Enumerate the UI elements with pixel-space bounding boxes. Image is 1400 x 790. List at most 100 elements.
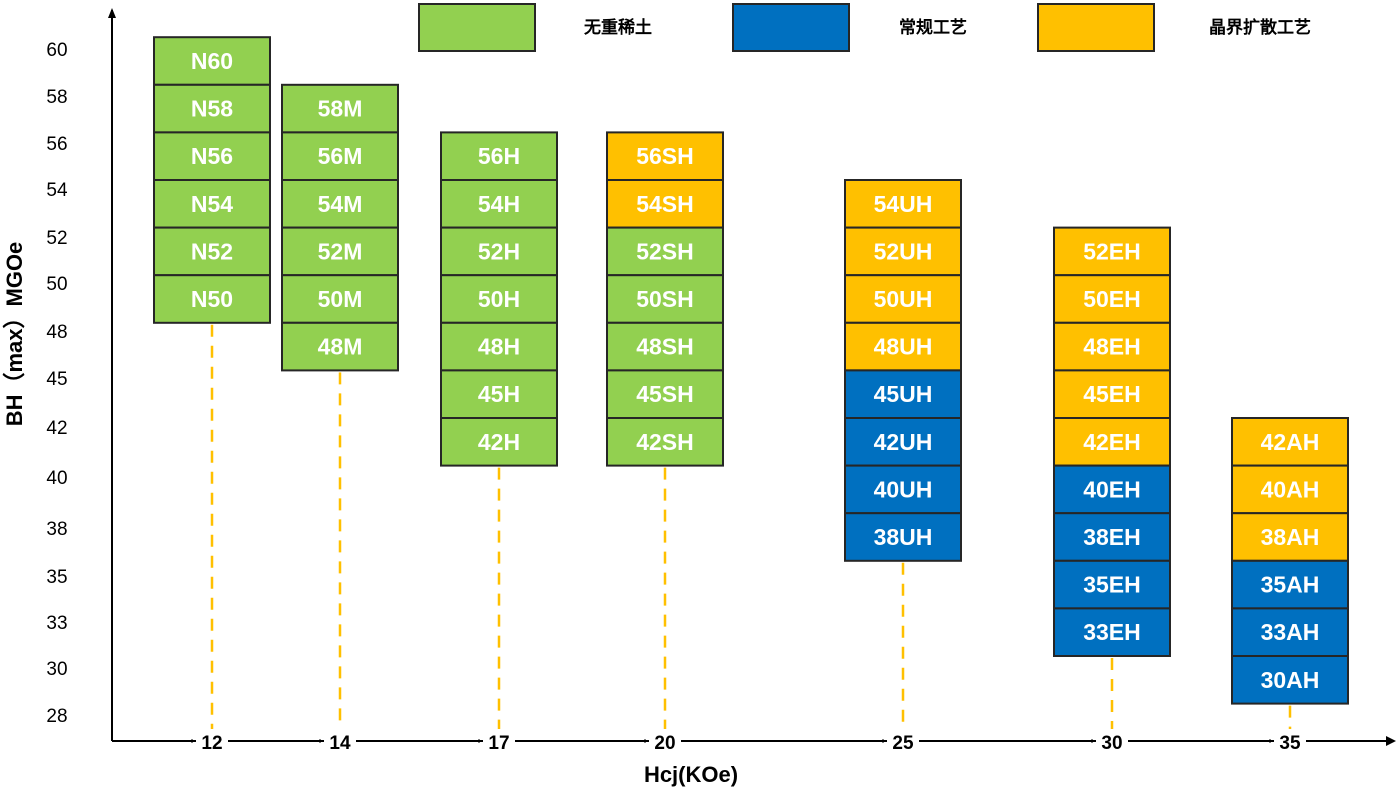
- y-tick-label: 42: [46, 418, 67, 439]
- x-tick-label: 17: [488, 733, 509, 754]
- grade-label: 33AH: [1261, 619, 1320, 645]
- grade-label: 48EH: [1083, 334, 1141, 360]
- x-tick-label: 20: [654, 733, 675, 754]
- grade-cell: [844, 512, 962, 562]
- legend-label: 晶界扩散工艺: [1209, 17, 1311, 38]
- y-tick-label: 35: [46, 567, 67, 588]
- grade-cell: [440, 179, 558, 229]
- legend-label: 无重稀土: [583, 17, 652, 38]
- grade-cell: [844, 417, 962, 467]
- grade-label: 48M: [318, 334, 363, 360]
- grade-label: 42EH: [1083, 429, 1141, 455]
- grade-label: 54H: [478, 191, 520, 217]
- grade-label: N52: [191, 238, 233, 264]
- grade-label: 38AH: [1261, 524, 1320, 550]
- grade-label: 52UH: [874, 238, 933, 264]
- legend: 无重稀土 常规工艺 晶界扩散工艺: [418, 3, 1311, 52]
- y-tick-label: 48: [46, 322, 67, 343]
- grade-label: 45H: [478, 381, 520, 407]
- grade-label: 48H: [478, 334, 520, 360]
- grade-cell: [153, 226, 271, 277]
- grade-cell: [1053, 321, 1171, 372]
- grade-label: 56H: [478, 143, 520, 169]
- grade-cell: [844, 321, 962, 372]
- grade-cell: [440, 226, 558, 277]
- x-tick-gap: [324, 738, 356, 744]
- grade-cell: [440, 131, 558, 181]
- grade-label: 42H: [478, 429, 520, 455]
- grade-cell: [844, 369, 962, 419]
- grade-cell: [606, 131, 724, 181]
- grade-label: 35AH: [1261, 572, 1320, 598]
- grade-label: 45SH: [636, 381, 694, 407]
- grade-label: N58: [191, 96, 233, 122]
- grade-cell: [606, 226, 724, 277]
- y-axis-title: BH（max）MGOe: [2, 242, 27, 427]
- grade-label: 42AH: [1261, 429, 1320, 455]
- y-tick-label: 40: [46, 468, 67, 489]
- grade-cell: [1053, 369, 1171, 419]
- grade-label: 52H: [478, 238, 520, 264]
- y-tick-label: 54: [46, 180, 68, 201]
- x-tick-label: 35: [1279, 733, 1301, 754]
- grade-label: 52M: [318, 238, 363, 264]
- y-tick-label: 38: [46, 519, 67, 540]
- grade-label: 38EH: [1083, 524, 1141, 550]
- grade-label: 48SH: [636, 334, 694, 360]
- grade-cell: [606, 321, 724, 372]
- grade-label: 54UH: [874, 191, 933, 217]
- grade-cell: [1231, 512, 1349, 562]
- grade-cell: [281, 321, 399, 372]
- grade-cell: [1231, 417, 1349, 467]
- grade-cell: [606, 274, 724, 324]
- grade-cell: [1231, 655, 1349, 705]
- x-tick-gap: [1274, 738, 1306, 744]
- y-tick-label: 60: [46, 40, 67, 61]
- grade-cell: [281, 179, 399, 229]
- grade-label: 50M: [318, 286, 363, 312]
- grade-cell: [1053, 512, 1171, 562]
- y-tick-label: 56: [46, 134, 67, 155]
- grade-label: 42UH: [874, 429, 933, 455]
- grade-cell: [844, 226, 962, 277]
- grade-label: 48UH: [874, 334, 933, 360]
- grade-cell: [606, 369, 724, 419]
- grade-label: N50: [191, 286, 233, 312]
- x-tick-label: 12: [201, 733, 222, 754]
- grade-label: 42SH: [636, 429, 694, 455]
- grade-label: N56: [191, 143, 233, 169]
- y-tick-label: 50: [46, 274, 67, 295]
- grade-label: N54: [191, 191, 233, 217]
- grade-cell: [153, 83, 271, 134]
- x-tick-gap: [196, 738, 228, 744]
- grade-cell: [440, 274, 558, 324]
- grade-label: 58M: [318, 96, 363, 122]
- grade-label: 33EH: [1083, 619, 1141, 645]
- legend-swatch: [732, 3, 850, 52]
- grade-label: 50H: [478, 286, 520, 312]
- grade-label: 40UH: [874, 476, 933, 502]
- x-tick-gap: [483, 738, 515, 744]
- y-tick-label: 30: [46, 659, 67, 680]
- grade-cell: [1231, 464, 1349, 515]
- legend-label: 常规工艺: [899, 17, 967, 38]
- grade-label: 30AH: [1261, 667, 1320, 693]
- x-tick-gap: [649, 738, 681, 744]
- x-axis-title: Hcj(KOe): [644, 762, 738, 787]
- x-tick-gap: [887, 738, 919, 744]
- grade-cells: N60N58N56N54N52N5058M56M54M52M50M48M56H5…: [153, 36, 1349, 705]
- grade-label: 38UH: [874, 524, 933, 550]
- legend-swatch: [1037, 3, 1155, 52]
- axes: [108, 8, 1396, 746]
- grade-label: 50UH: [874, 286, 933, 312]
- grade-cell: [1053, 559, 1171, 610]
- x-tick-gap: [1096, 738, 1128, 744]
- grade-cell: [440, 417, 558, 467]
- x-tick-label: 30: [1101, 733, 1122, 754]
- legend-swatch: [418, 3, 536, 52]
- grade-cell: [153, 179, 271, 229]
- grade-cell: [281, 83, 399, 134]
- grade-label: 35EH: [1083, 572, 1141, 598]
